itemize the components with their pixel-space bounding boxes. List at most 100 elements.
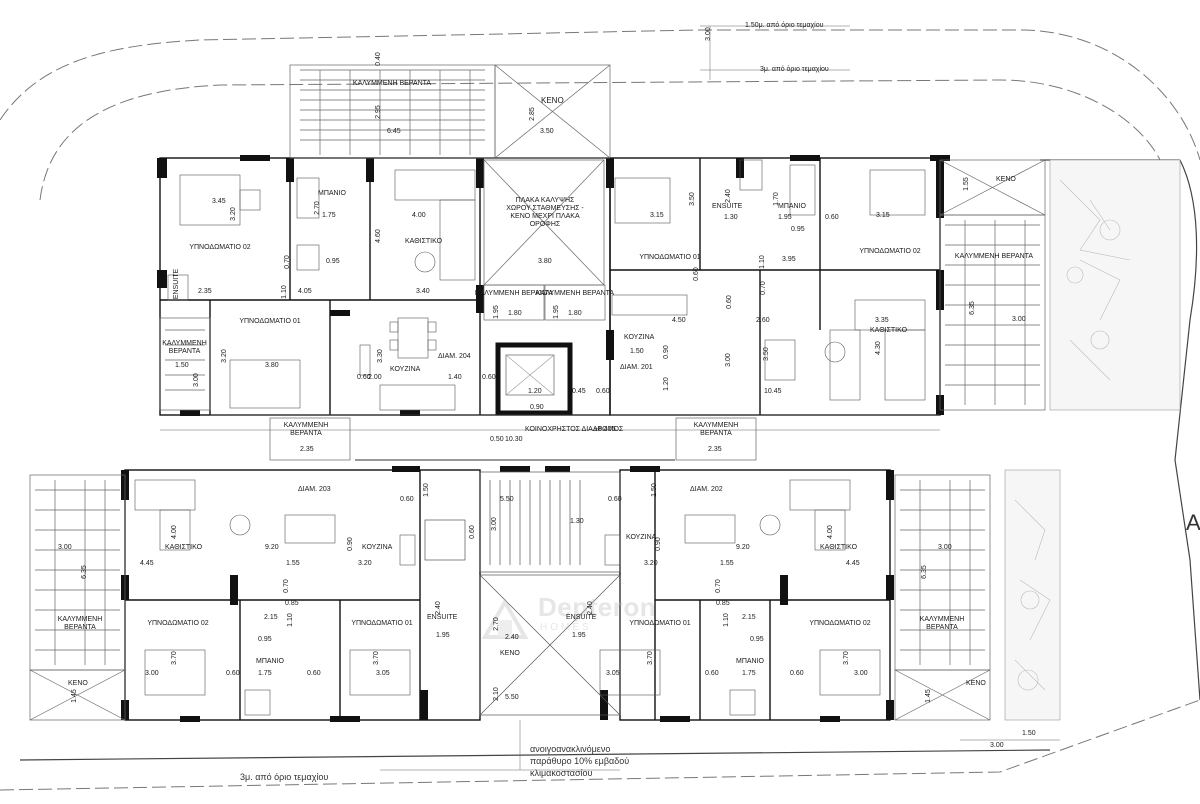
dim-175-204: 1.75	[322, 212, 336, 219]
stair-core-lower	[424, 471, 621, 716]
dim-240-201: 2.40	[724, 189, 732, 203]
dim-350-top: 3.50	[540, 128, 554, 135]
label-ensuite-201: ENSUITE	[712, 203, 743, 210]
dim-370-202: 3.70	[646, 651, 654, 665]
section-letter: A	[1186, 510, 1200, 535]
dim-340: 3.40	[416, 288, 430, 295]
label-living-203: ΚΑΘΙΣΤΙΚΟ	[165, 544, 203, 551]
label-living-204: ΚΑΘΙΣΤΙΚΟ	[405, 238, 443, 245]
label-apt-204: ΔΙΑΜ. 204	[438, 353, 471, 360]
dim-175-202: 1.75	[742, 670, 756, 677]
dim-445-202: 4.45	[846, 560, 860, 567]
label-void-top: ΚΕΝΟ	[541, 96, 564, 105]
label-corridor: ΚΟΙΝΟΧΡΗΣΤΟΣ ΔΙΑΔΡΟΜΟΣ	[525, 426, 624, 433]
dim-235-204: 2.35	[198, 288, 212, 295]
dim-380-bed1: 3.80	[265, 362, 279, 369]
dim-045-core: 0.45	[572, 388, 586, 395]
label-living-201: ΚΑΘΙΣΤΙΚΟ	[870, 327, 908, 334]
label-void-203: ΚΕΝΟ	[68, 680, 88, 687]
annotation-line2: παράθυρο 10% εμβαδού	[530, 756, 630, 766]
dim-315-201: 3.15	[650, 212, 664, 219]
dim-920-202: 9.20	[736, 544, 750, 551]
label-veranda-202: ΚΑΛΥΜΜΕΝΗ ΒΕΡΑΝΤΑ	[919, 616, 965, 631]
dim-120-core: 1.20	[528, 388, 542, 395]
dim-155-201: 1.55	[962, 177, 970, 191]
dim-405: 4.05	[298, 288, 312, 295]
dim-095-201: 0.95	[791, 226, 805, 233]
dim-320-bed1: 3.20	[220, 349, 228, 363]
dim-450: 4.50	[672, 317, 686, 324]
stair-core-upper	[495, 342, 573, 416]
watermark-brand: Depteron	[538, 592, 657, 622]
dim-300-203: 3.00	[58, 544, 72, 551]
wall-fills	[157, 155, 950, 416]
dim-300-202: 3.00	[938, 544, 952, 551]
dim-155-202: 1.55	[720, 560, 734, 567]
dim-060-202: 0.60	[608, 496, 622, 503]
label-veranda-201: ΚΑΛΥΜΜΕΝΗ ΒΕΡΑΝΤΑ	[954, 253, 1034, 260]
label-veranda-204: ΚΑΛΥΜΜΕΝΗ ΒΕΡΑΝΤΑ	[162, 340, 207, 355]
dim-295: 2.95	[374, 105, 382, 119]
dim-300-204: 3.00	[192, 373, 200, 387]
label-apt-201: ΔΙΑΜ. 201	[620, 364, 653, 371]
dim-095-203: 0.95	[258, 636, 272, 643]
annotation-line1: ανοιγοανακλινόμενο	[530, 744, 611, 754]
dim-1045: 10.45	[764, 388, 782, 395]
dim-150-204: 1.50	[175, 362, 189, 369]
dim-400-203: 4.00	[170, 525, 178, 539]
label-veranda-c1: ΚΑΛΥΜΜΕΝΗ ΒΕΡΑΝΤΑ	[474, 290, 554, 297]
dim-130-core: 1.30	[570, 518, 584, 525]
dim-200: 2.00	[368, 374, 382, 381]
logo-icon	[481, 597, 529, 639]
dim-140: 1.40	[448, 374, 462, 381]
dim-300-bed2-203: 3.00	[145, 670, 159, 677]
dim-300-201: 3.00	[1012, 316, 1026, 323]
label-bed2-204: ΥΠΝΟΔΩΜΑΤΙΟ 02	[189, 244, 251, 251]
dim-305-202: 3.05	[606, 670, 620, 677]
dim-085-202: 0.85	[716, 600, 730, 607]
dim-370-202b: 3.70	[842, 651, 850, 665]
dim-195-c2: 1.95	[552, 305, 560, 319]
dim-305-203: 3.05	[376, 670, 390, 677]
dim-320-203: 3.20	[358, 560, 372, 567]
label-ensuite-204: ENSUITE	[173, 268, 181, 300]
dim-070-201: 0.70	[759, 281, 767, 295]
dim-top-300: 3.00	[704, 27, 712, 41]
dim-210-core: 2.10	[492, 687, 500, 701]
top-verandas	[159, 64, 1046, 461]
dim-145-202: 1.45	[924, 689, 932, 703]
label-veranda-203: ΚΑΛΥΜΜΕΝΗ ΒΕΡΑΝΤΑ	[57, 616, 103, 631]
dim-175-203: 1.75	[258, 670, 272, 677]
label-bed1-203: ΥΠΝΟΔΩΜΑΤΙΟ 01	[351, 620, 413, 627]
label-kitchen-203: ΚΟΥΖΙΝΑ	[362, 544, 393, 551]
label-void-201: ΚΕΝΟ	[996, 176, 1016, 183]
dim-345: 3.45	[212, 198, 226, 205]
dim-060-bath-202: 0.60	[705, 670, 719, 677]
dim-270: 2.70	[313, 201, 321, 215]
dim-060-core-l: 0.60	[468, 525, 476, 539]
dim-635-203: 6.35	[80, 565, 88, 579]
dim-195-202: 1.95	[572, 632, 586, 639]
dim-460: 4.60	[374, 229, 382, 243]
label-bath-204: ΜΠΑΝΙΟ	[318, 190, 346, 197]
dim-195-c1: 1.95	[492, 305, 500, 319]
label-apt-202: ΔΙΑΜ. 202	[690, 486, 723, 493]
label-veranda-c3: ΚΑΛΥΜΜΕΝΗ ΒΕΡΑΝΤΑ	[283, 422, 329, 437]
dim-395: 3.95	[782, 256, 796, 263]
label-void-core: ΚΕΝΟ	[500, 650, 520, 657]
landscape-area	[1004, 159, 1181, 721]
furniture-upper	[167, 159, 926, 411]
dim-090-core: 0.90	[530, 404, 544, 411]
label-veranda-top: ΚΑΛΥΜΜΕΝΗ ΒΕΡΑΝΤΑ	[352, 80, 432, 87]
dim-310-201: 3.00	[724, 353, 732, 367]
dim-150-203: 1.50	[422, 483, 430, 497]
dim-110-201: 1.10	[758, 255, 766, 269]
annotation-line3: κλιμακοστασίου	[530, 768, 593, 778]
dim-370-203b: 3.70	[372, 651, 380, 665]
dim-180-c2: 1.80	[568, 310, 582, 317]
lower-verandas	[29, 474, 991, 721]
dim-110-202: 1.10	[722, 613, 730, 627]
dim-300-core: 3.00	[490, 517, 498, 531]
watermark-logo: Depteron HOMES	[480, 588, 680, 648]
